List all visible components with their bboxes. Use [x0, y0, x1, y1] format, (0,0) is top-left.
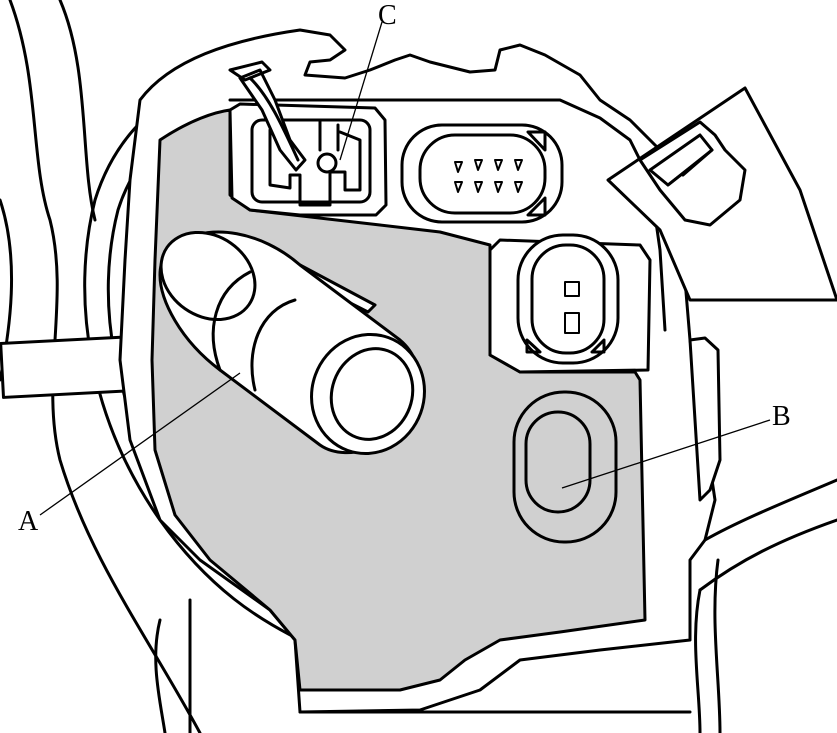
two-pin-connector [516, 233, 620, 365]
multi-pin-connector [400, 123, 564, 224]
leader-line-b [561, 419, 771, 489]
right-bracket [606, 86, 837, 733]
leader-line-a [39, 372, 241, 516]
connector-pins [454, 159, 523, 193]
callout-label-b: B [772, 401, 791, 432]
component-a-cylinder [158, 230, 426, 456]
callout-label-c: C [378, 0, 397, 31]
connector-c-housing [228, 102, 388, 217]
leader-lines [39, 21, 771, 516]
leader-line-c [339, 21, 383, 161]
wire-harness [228, 60, 307, 172]
lower-pillar [188, 598, 692, 733]
callout-label-a: A [18, 506, 39, 537]
left-strap [0, 335, 138, 399]
component-b-boss [512, 390, 618, 544]
